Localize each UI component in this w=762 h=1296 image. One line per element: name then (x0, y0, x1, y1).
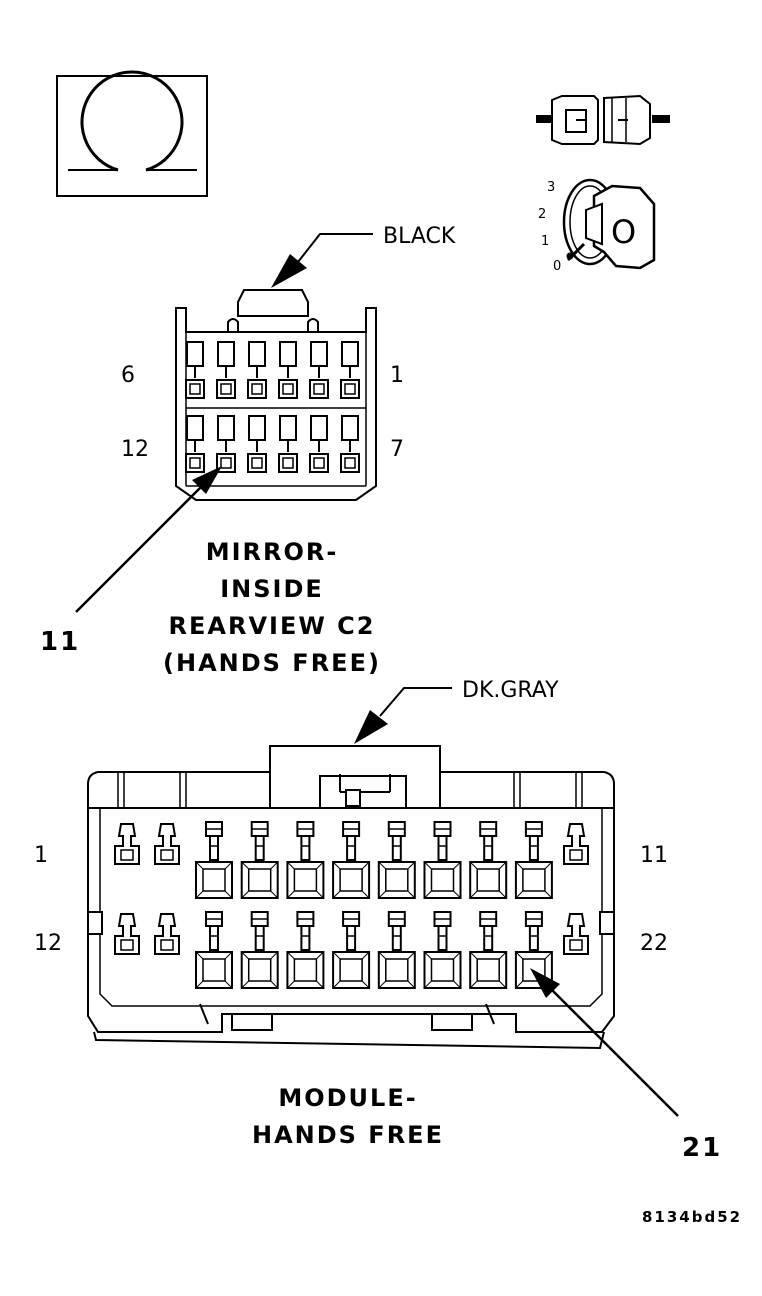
module-pin-label-11: 11 (640, 843, 668, 868)
c2-title-line-2: INSIDE (220, 575, 324, 603)
c2-pin-label-1: 1 (390, 363, 404, 388)
module-lock-clip (114, 913, 140, 955)
module-pin-label-22: 22 (640, 931, 668, 956)
c2-pin-cavity (278, 341, 298, 399)
c2-pin-label-12: 12 (121, 437, 149, 462)
c2-pin-cavity (309, 415, 329, 473)
module-pin-cavity (377, 821, 416, 899)
c2-pin-cavity (309, 341, 329, 399)
c2-pin-cavity (340, 341, 360, 399)
c2-callout-number: 11 (40, 627, 80, 657)
module-title-line-2: HANDS FREE (252, 1121, 444, 1149)
module-pin-cavities (114, 821, 589, 989)
c2-pin-cavity (216, 341, 236, 399)
connector-module: DK.GRAY 1 11 12 22 21 MODULE- (34, 678, 722, 1163)
module-lock-clip (154, 823, 180, 865)
c2-color-label: BLACK (383, 224, 456, 249)
ignition-key-mark: O (611, 213, 636, 251)
ignition-position-2: 2 (538, 207, 546, 222)
module-pin-cavity (377, 911, 416, 989)
connector-c2: BLACK 6 1 12 7 11 MIRROR- INSIDE REARVIE… (40, 224, 456, 677)
c2-pin-cavity (185, 415, 205, 473)
module-pin-label-1: 1 (34, 843, 48, 868)
module-pin-cavity (469, 821, 508, 899)
module-lock-clip (114, 823, 140, 865)
ignition-switch-icon: 3 2 1 0 O (538, 178, 656, 274)
module-pin-cavity (423, 911, 462, 989)
ring-connector-icon (56, 70, 208, 197)
c2-title-line-1: MIRROR- (206, 538, 339, 566)
module-pin-cavity (332, 821, 371, 899)
module-pin-cavity (286, 911, 325, 989)
module-pin-cavity (423, 821, 462, 899)
c2-pin-cavity (216, 415, 236, 473)
c2-pin-cavity (278, 415, 298, 473)
c2-title-line-4: (HANDS FREE) (163, 649, 381, 677)
module-pin-cavity (240, 821, 279, 899)
plug-connector-icon (536, 94, 670, 146)
ignition-position-0: 0 (553, 259, 561, 274)
module-lock-clip (154, 913, 180, 955)
module-lock-clip (563, 913, 589, 955)
module-pin-cavity (469, 911, 508, 989)
c2-pin-label-7: 7 (390, 437, 404, 462)
module-pin-cavity (514, 821, 553, 899)
figure-id: 8134bd52 (642, 1208, 742, 1226)
module-pin-cavity (286, 821, 325, 899)
c2-pin-cavity (340, 415, 360, 473)
module-pin-label-12: 12 (34, 931, 62, 956)
module-pin-cavity (195, 911, 233, 989)
module-lock-clip (563, 823, 589, 865)
ignition-position-3: 3 (547, 180, 555, 195)
c2-title-line-3: REARVIEW C2 (169, 612, 376, 640)
c2-pin-cavities (185, 341, 360, 473)
module-callout-number: 21 (682, 1133, 722, 1163)
module-pin-cavity (332, 911, 371, 989)
c2-pin-cavity (247, 341, 267, 399)
c2-pin-label-6: 6 (121, 363, 135, 388)
module-color-label: DK.GRAY (462, 678, 559, 703)
module-pin-cavity (195, 821, 233, 899)
c2-pin-cavity (185, 341, 205, 399)
module-pin-cavity (240, 911, 279, 989)
c2-pin-cavity (247, 415, 267, 473)
module-title-line-1: MODULE- (278, 1084, 417, 1112)
ignition-position-1: 1 (541, 234, 549, 249)
